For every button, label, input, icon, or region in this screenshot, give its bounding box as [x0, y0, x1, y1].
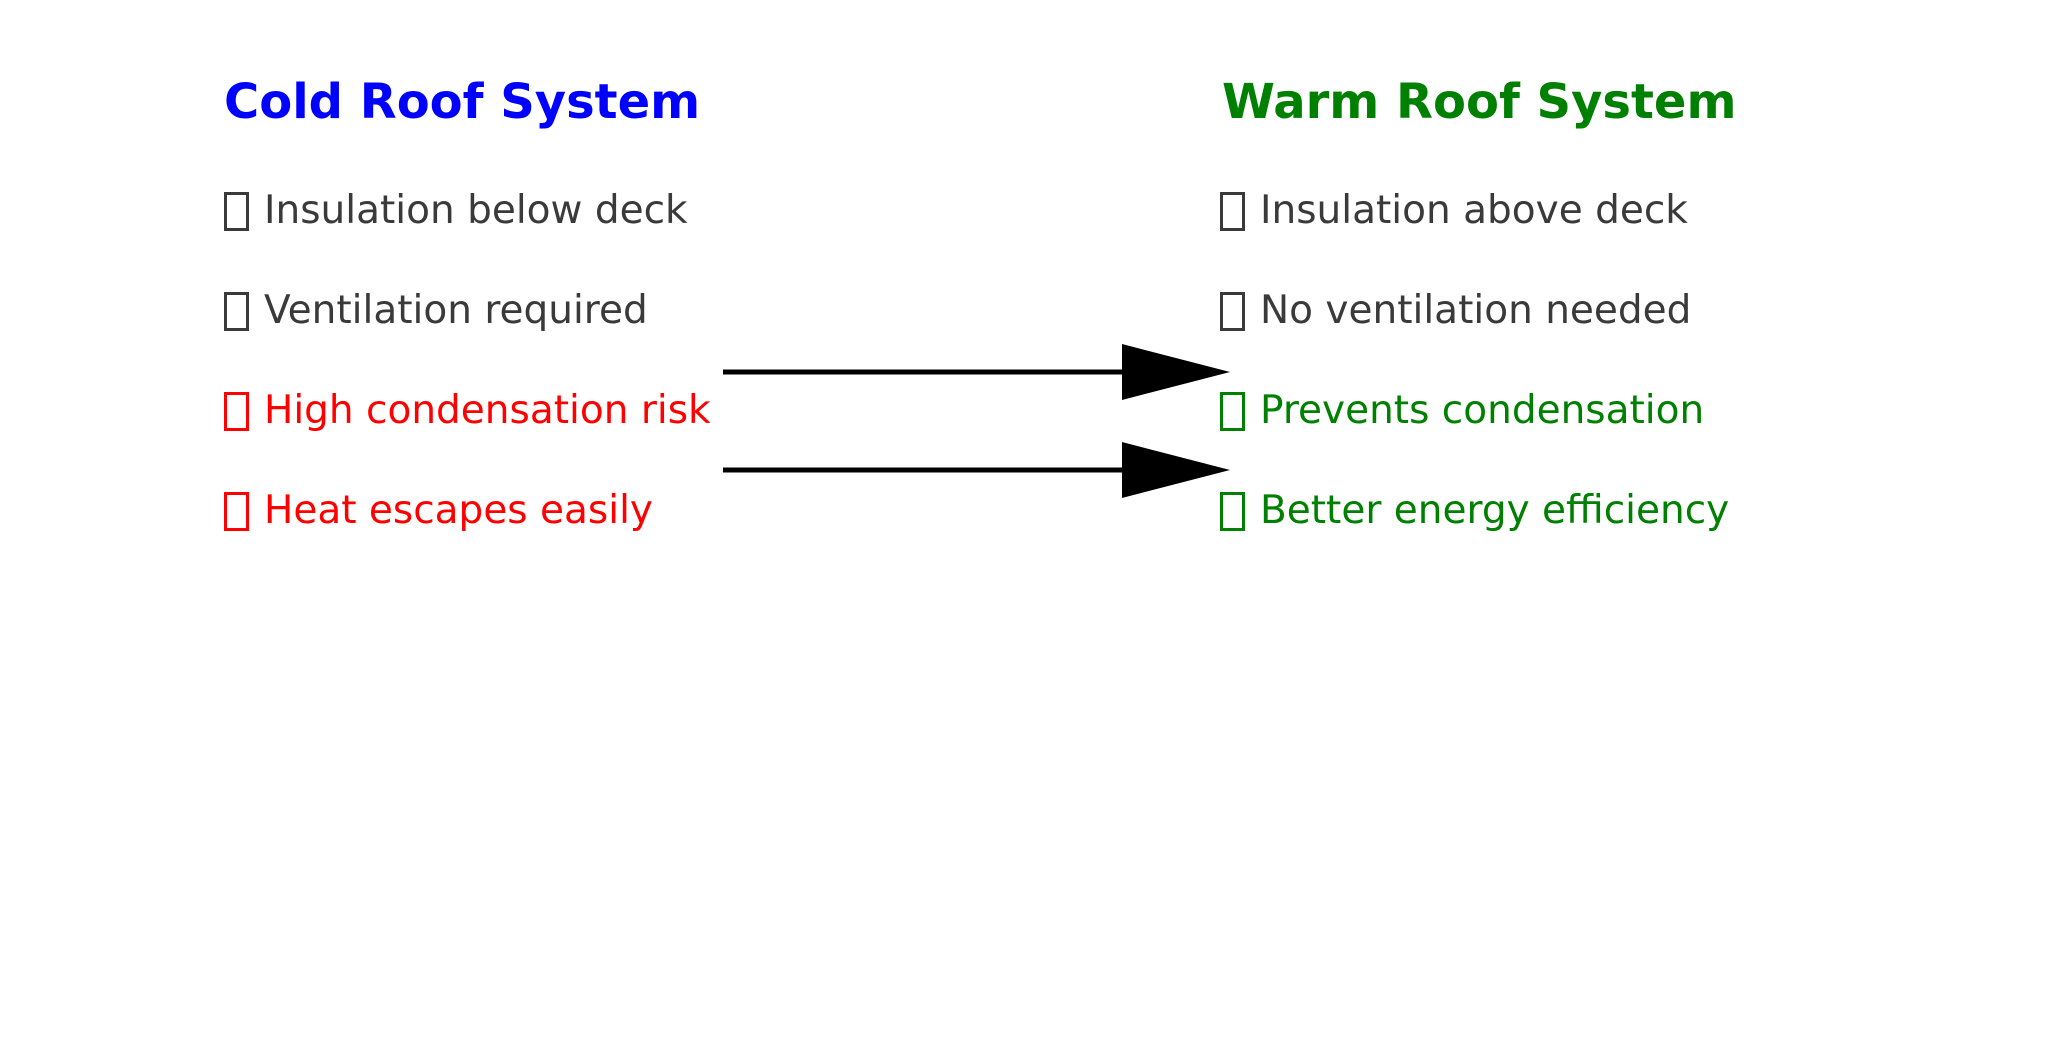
- list-item: Heat escapes easily: [224, 486, 653, 536]
- arrow-right-icon: [723, 442, 1230, 498]
- list-item: High condensation risk: [224, 386, 711, 436]
- list-item: Ventilation required: [224, 286, 648, 336]
- missing-glyph-icon: [224, 391, 249, 431]
- missing-glyph-icon: [1220, 391, 1245, 431]
- arrow-right-icon: [723, 344, 1230, 400]
- list-item: No ventilation needed: [1220, 286, 1691, 336]
- missing-glyph-icon: [224, 491, 249, 531]
- list-item: Insulation below deck: [224, 186, 688, 236]
- item-label: Prevents condensation: [1260, 388, 1705, 433]
- missing-glyph-icon: [1220, 291, 1245, 331]
- column-title-warm-roof: Warm Roof System: [1222, 74, 1737, 130]
- missing-glyph-icon: [224, 291, 249, 331]
- item-label: Heat escapes easily: [264, 488, 653, 533]
- item-label: Better energy efficiency: [1260, 488, 1730, 533]
- missing-glyph-icon: [1220, 191, 1245, 231]
- list-item: Insulation above deck: [1220, 186, 1688, 236]
- item-label: No ventilation needed: [1260, 288, 1692, 333]
- item-label: Insulation above deck: [1260, 188, 1688, 233]
- list-item: Better energy efficiency: [1220, 486, 1729, 536]
- missing-glyph-icon: [224, 191, 249, 231]
- item-label: Ventilation required: [264, 288, 648, 333]
- item-label: High condensation risk: [264, 388, 711, 433]
- column-title-cold-roof: Cold Roof System: [224, 74, 701, 130]
- missing-glyph-icon: [1220, 491, 1245, 531]
- list-item: Prevents condensation: [1220, 386, 1704, 436]
- item-label: Insulation below deck: [264, 188, 688, 233]
